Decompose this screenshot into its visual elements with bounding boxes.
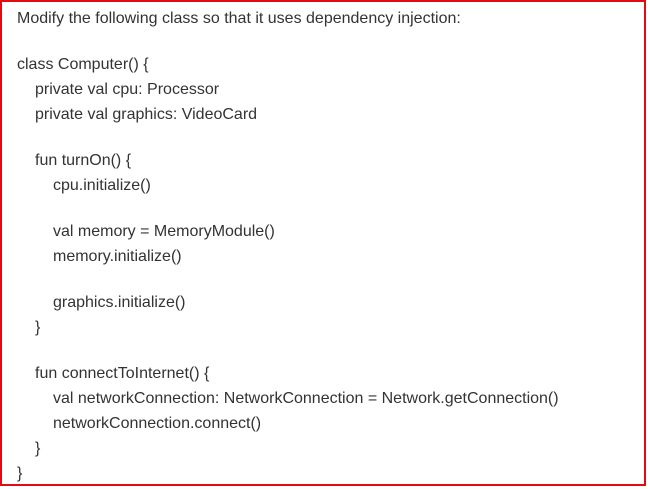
- code-line: fun turnOn() {: [35, 152, 132, 169]
- blank-line: [17, 127, 638, 148]
- code-block: class Computer() { private val cpu: Proce…: [17, 52, 638, 486]
- code-line: graphics.initialize(): [53, 294, 186, 311]
- code-line: val networkConnection: NetworkConnection…: [53, 390, 559, 407]
- code-line: memory.initialize(): [53, 248, 182, 265]
- instruction-text: Modify the following class so that it us…: [17, 10, 461, 27]
- code-line: }: [35, 440, 41, 457]
- code-line: private val cpu: Processor: [35, 81, 220, 98]
- blank-line: [17, 198, 638, 219]
- blank-line: [17, 269, 638, 290]
- code-line: networkConnection.connect(): [53, 415, 262, 432]
- code-line: }: [35, 319, 41, 336]
- code-line: }: [17, 465, 23, 482]
- exercise-content: Modify the following class so that it us…: [2, 2, 644, 484]
- code-line: cpu.initialize(): [53, 177, 151, 194]
- code-line: val memory = MemoryModule(): [53, 223, 275, 240]
- code-line: class Computer() {: [17, 56, 149, 73]
- code-line: fun connectToInternet() {: [35, 365, 210, 382]
- code-line: private val graphics: VideoCard: [35, 106, 258, 123]
- blank-line: [17, 340, 638, 361]
